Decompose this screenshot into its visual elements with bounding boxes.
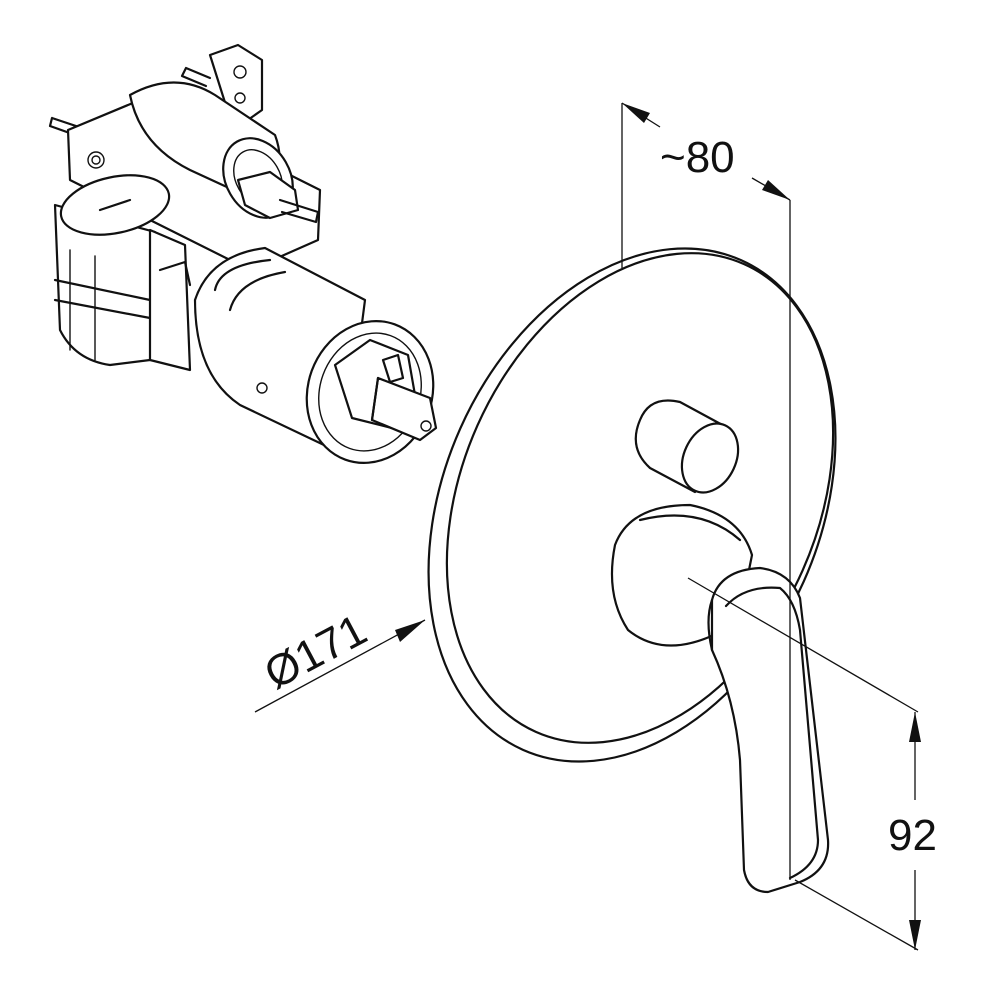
lever-handle [610,503,830,894]
dimension-depth: ~80 [621,102,791,880]
dimension-lever-height: 92 [687,577,937,951]
lever-height-label: 92 [888,811,937,860]
rough-in-body [48,43,438,465]
dimension-diameter: Ø171 [254,605,426,713]
diverter-knob [634,399,740,494]
diameter-label: Ø171 [257,605,375,699]
depth-label: ~80 [660,133,735,182]
cover-plate [427,247,837,763]
